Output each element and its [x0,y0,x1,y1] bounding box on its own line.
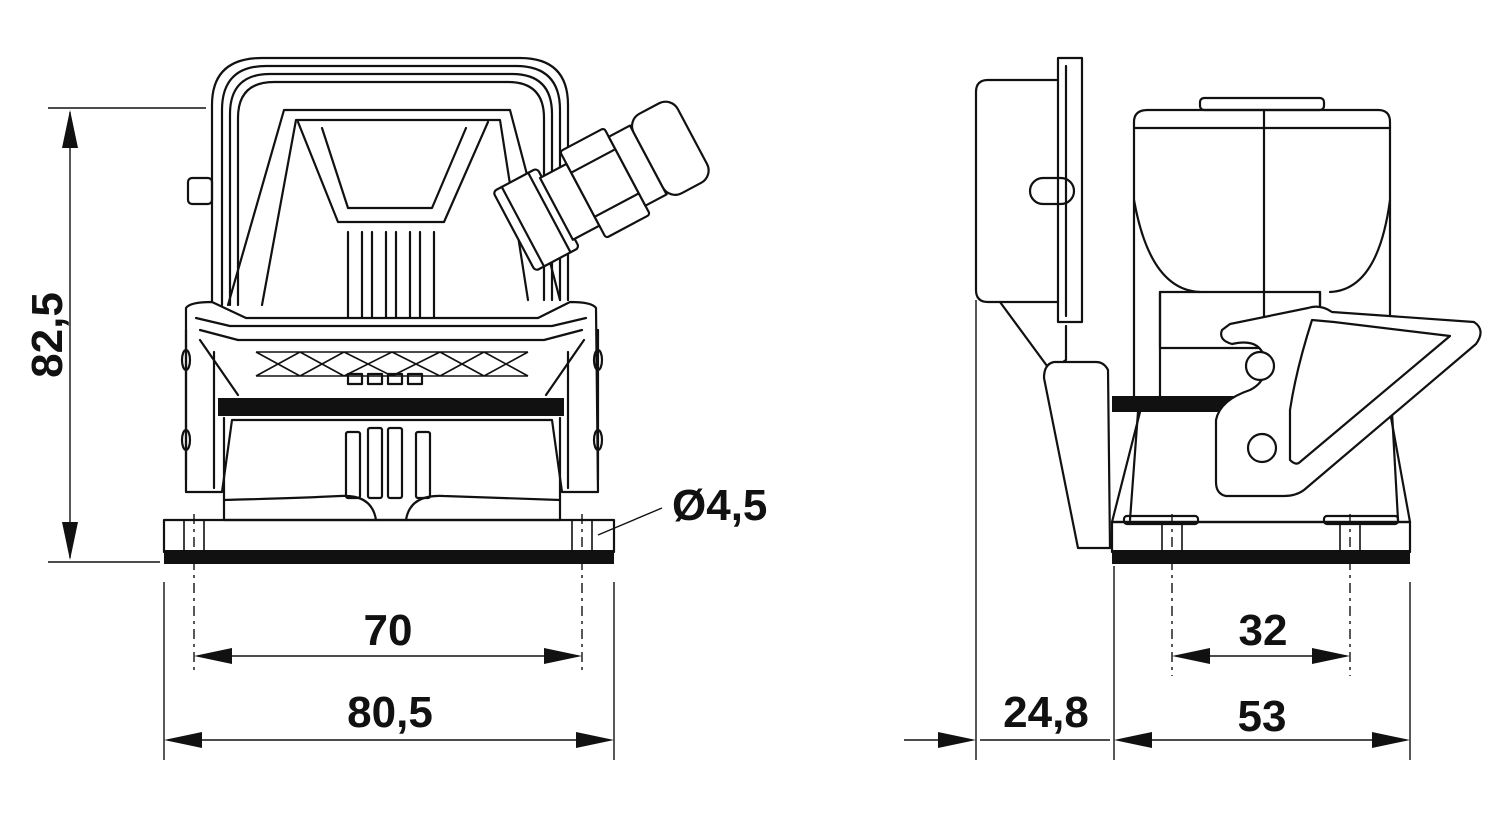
side-offset-label: 24,8 [1003,688,1089,737]
hole-spacing-front-label: 70 [364,606,413,655]
front-dimensions: 82,5 Ø4,5 70 80,5 [23,107,767,760]
hole-spacing-side-label: 32 [1239,606,1288,655]
height-dimension-label: 82,5 [23,292,72,378]
base-width-side-label: 53 [1238,692,1287,741]
hole-diameter-label: Ø4,5 [672,481,767,530]
base-width-front-label: 80,5 [347,688,433,737]
side-view [974,56,1482,676]
side-dimensions: 32 24,8 53 [904,300,1411,760]
front-view [162,56,710,672]
